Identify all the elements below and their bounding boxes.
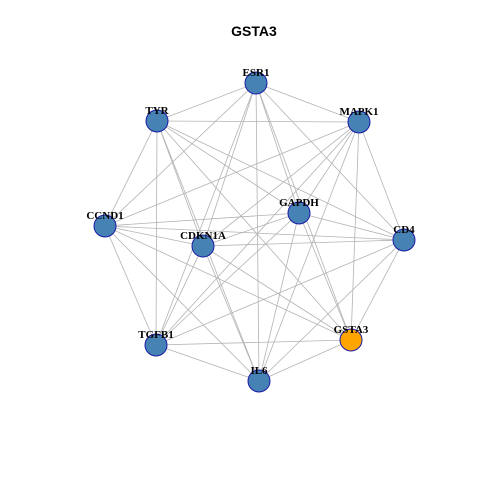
edge-mapk1-cd4 bbox=[358, 121, 405, 241]
edge-ccnd1-gsta3 bbox=[104, 225, 352, 341]
edge-cd4-il6 bbox=[258, 239, 405, 382]
edge-mapk1-gapdh bbox=[298, 121, 360, 214]
node-tyr[interactable] bbox=[145, 109, 169, 133]
graph-title: GSTA3 bbox=[231, 23, 277, 39]
edge-mapk1-tyr bbox=[156, 120, 360, 123]
node-esr1[interactable] bbox=[244, 71, 268, 95]
node-label-tgfb1: TGFB1 bbox=[138, 329, 173, 341]
node-label-gsta3: GSTA3 bbox=[334, 324, 369, 336]
edge-gapdh-cdkn1a bbox=[202, 212, 300, 247]
edge-tyr-cd4 bbox=[156, 120, 405, 241]
node-gsta3[interactable] bbox=[339, 328, 363, 352]
edge-cd4-tgfb1 bbox=[155, 239, 405, 346]
node-label-cdkn1a: CDKN1A bbox=[180, 230, 226, 242]
edges-layer bbox=[104, 82, 405, 382]
node-label-il6: IL6 bbox=[250, 365, 268, 377]
node-cd4[interactable] bbox=[392, 228, 416, 252]
edge-mapk1-il6 bbox=[258, 121, 360, 382]
edge-gapdh-tgfb1 bbox=[155, 212, 300, 346]
edge-tyr-tgfb1 bbox=[155, 120, 158, 346]
node-label-gapdh: GAPDH bbox=[279, 197, 319, 209]
edge-esr1-gapdh bbox=[255, 82, 300, 214]
edge-mapk1-cdkn1a bbox=[202, 121, 360, 247]
nodes-layer bbox=[93, 71, 416, 393]
node-ccnd1[interactable] bbox=[93, 214, 117, 238]
edge-cd4-gsta3 bbox=[350, 239, 405, 341]
edge-tyr-cdkn1a bbox=[156, 120, 204, 247]
node-label-tyr: TYR bbox=[145, 105, 169, 117]
edge-mapk1-ccnd1 bbox=[104, 121, 360, 227]
edge-gsta3-il6 bbox=[258, 339, 352, 382]
node-label-esr1: ESR1 bbox=[243, 67, 270, 79]
edge-esr1-mapk1 bbox=[255, 82, 360, 123]
edge-gapdh-cd4 bbox=[298, 212, 405, 241]
edge-ccnd1-cd4 bbox=[104, 225, 405, 241]
edge-gapdh-ccnd1 bbox=[104, 212, 300, 227]
edge-tgfb1-il6 bbox=[155, 344, 260, 382]
edge-mapk1-gsta3 bbox=[350, 121, 360, 341]
node-tgfb1[interactable] bbox=[144, 333, 168, 357]
node-label-cd4: CD4 bbox=[393, 224, 415, 236]
edge-esr1-ccnd1 bbox=[104, 82, 257, 227]
node-mapk1[interactable] bbox=[347, 110, 371, 134]
edge-cdkn1a-tgfb1 bbox=[155, 245, 204, 346]
edge-gapdh-gsta3 bbox=[298, 212, 352, 341]
edge-esr1-tyr bbox=[156, 82, 257, 122]
edge-esr1-tgfb1 bbox=[155, 82, 257, 346]
node-cdkn1a[interactable] bbox=[191, 234, 215, 258]
edge-tyr-ccnd1 bbox=[104, 120, 158, 227]
edge-esr1-il6 bbox=[255, 82, 260, 382]
edge-cdkn1a-gsta3 bbox=[202, 245, 352, 341]
node-il6[interactable] bbox=[247, 369, 271, 393]
edge-cdkn1a-cd4 bbox=[202, 239, 405, 247]
node-label-mapk1: MAPK1 bbox=[339, 106, 378, 118]
edge-ccnd1-cdkn1a bbox=[104, 225, 204, 247]
node-gapdh[interactable] bbox=[287, 201, 311, 225]
edge-esr1-cd4 bbox=[255, 82, 405, 241]
edge-tyr-gsta3 bbox=[156, 120, 352, 341]
node-label-ccnd1: CCND1 bbox=[86, 210, 123, 222]
edge-tyr-gapdh bbox=[156, 120, 300, 214]
edge-gsta3-tgfb1 bbox=[155, 339, 352, 346]
edge-gapdh-il6 bbox=[258, 212, 300, 382]
edge-ccnd1-tgfb1 bbox=[104, 225, 157, 346]
edge-ccnd1-il6 bbox=[104, 225, 260, 382]
